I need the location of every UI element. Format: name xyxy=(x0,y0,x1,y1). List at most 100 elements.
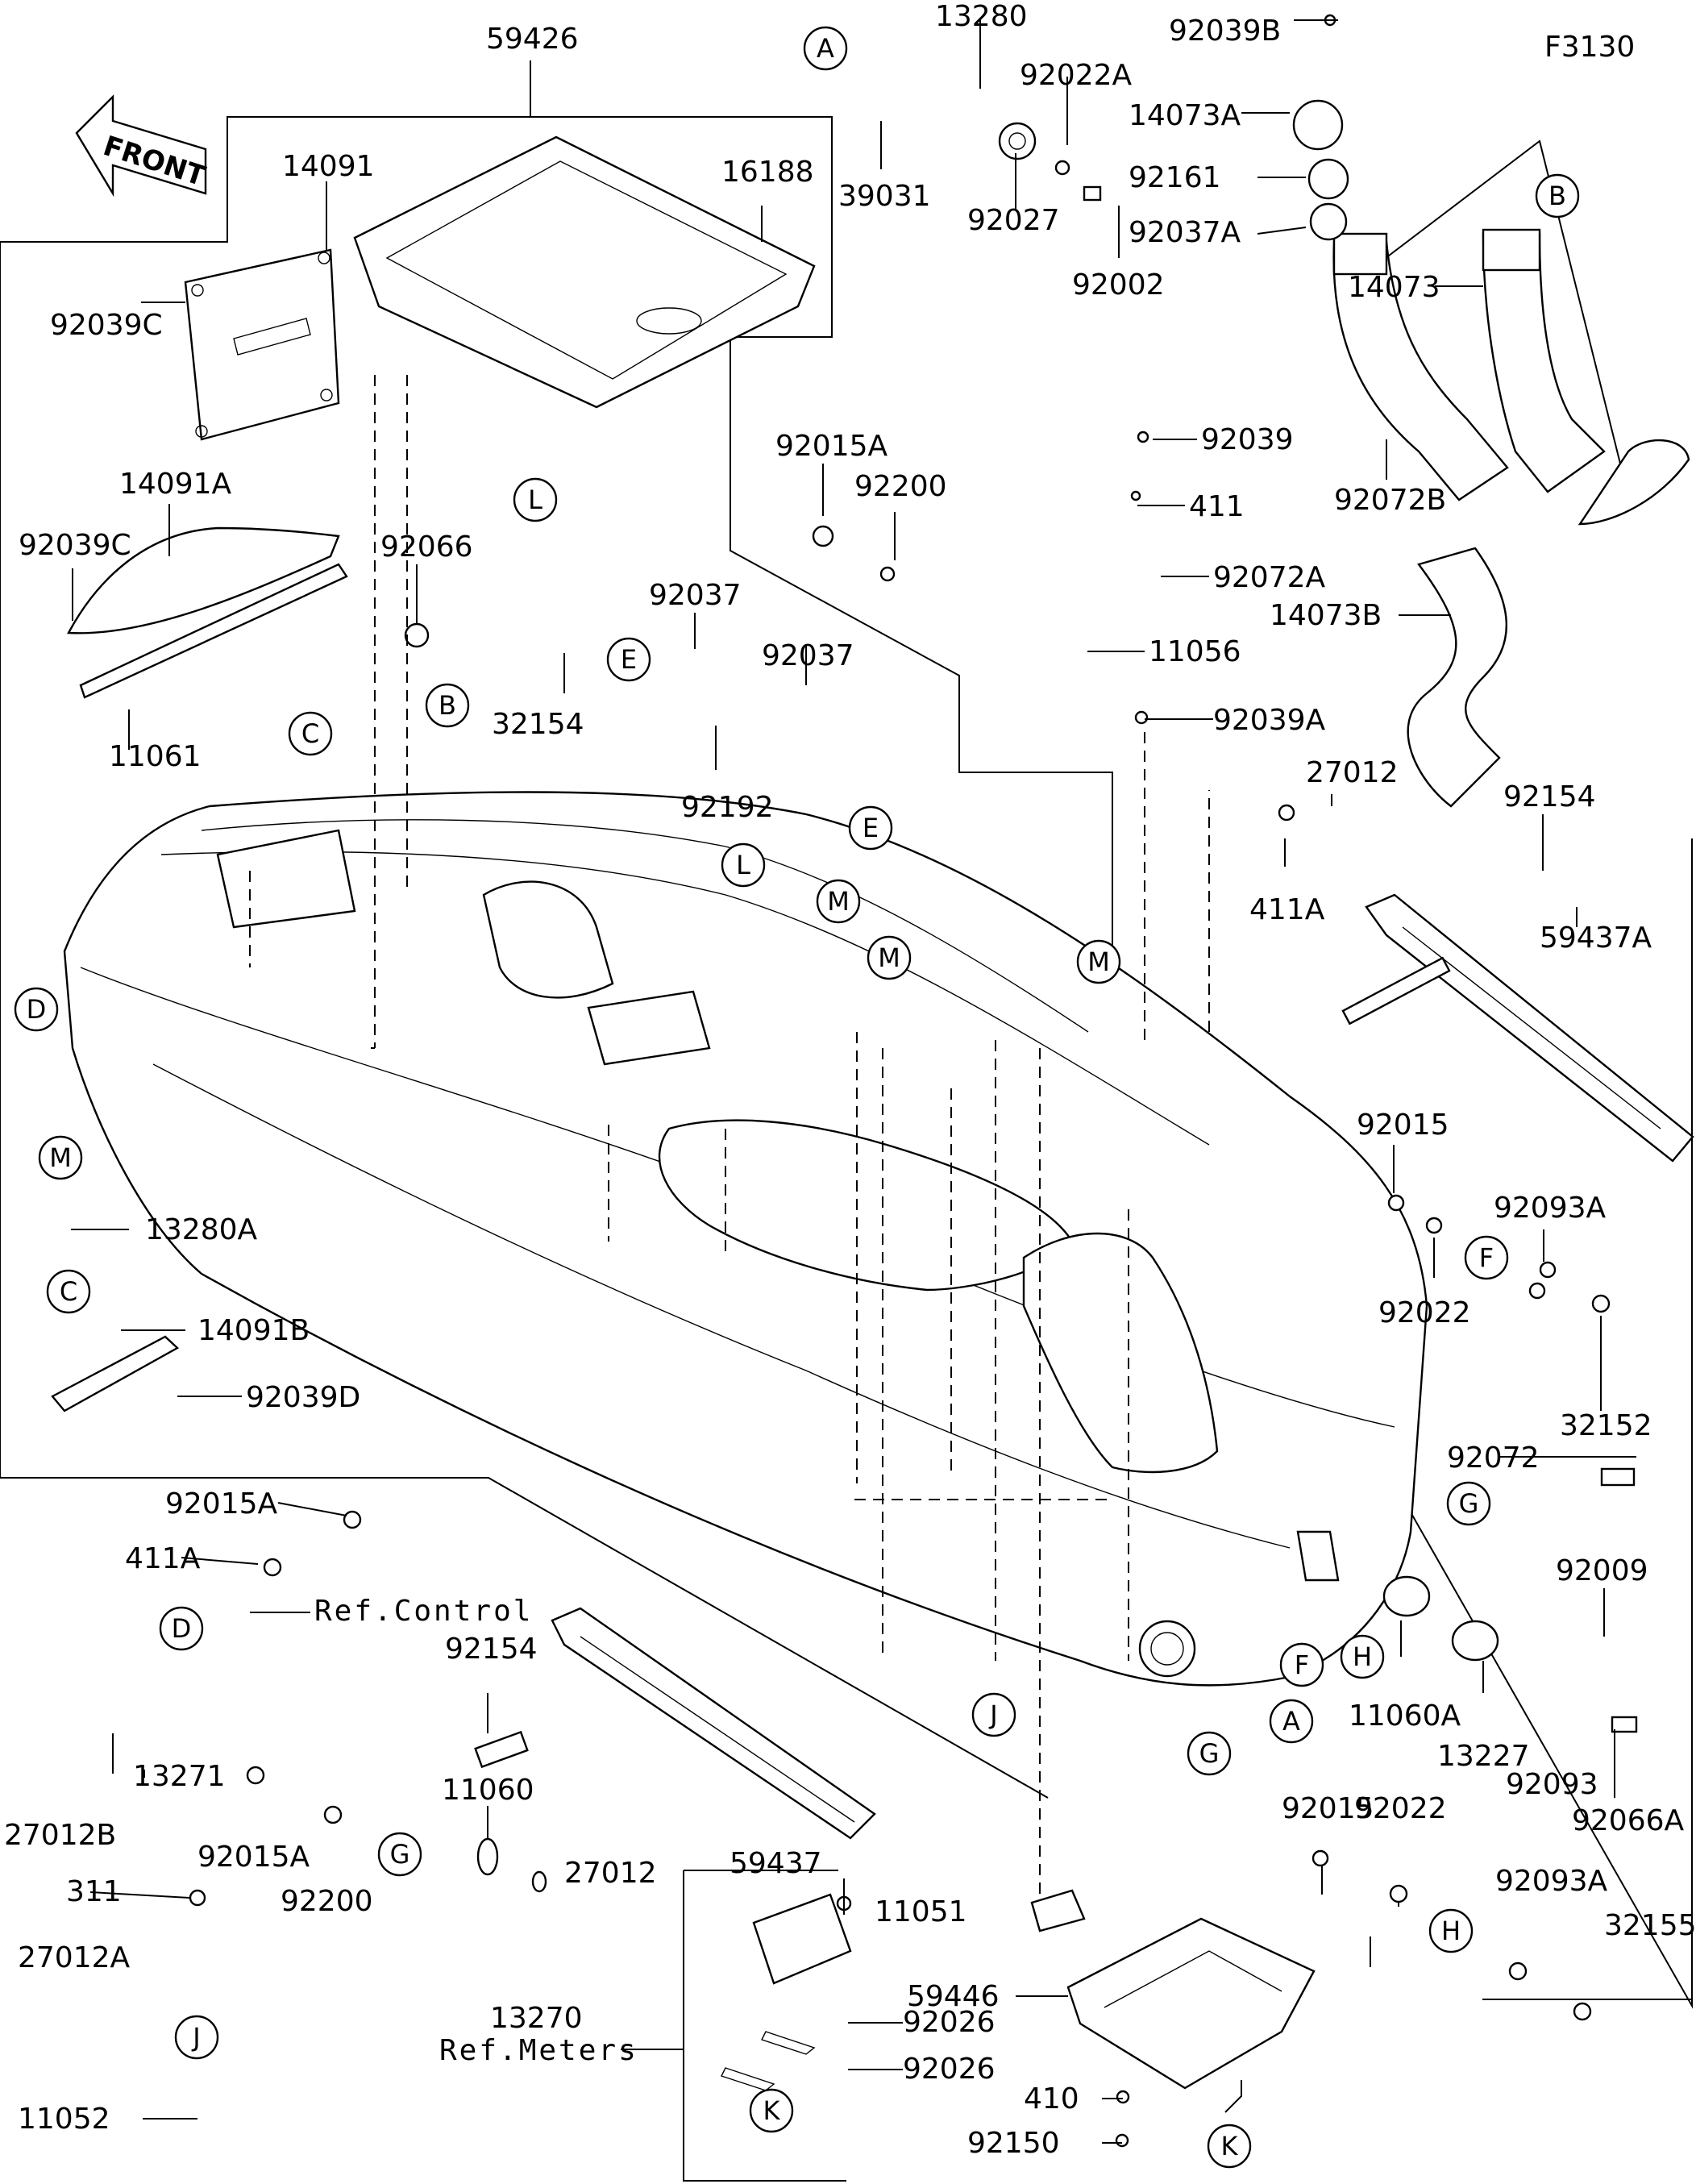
pn-92022-right: 92022 xyxy=(1378,1296,1471,1329)
callout-j-left: J xyxy=(191,2022,200,2053)
pn-14091a: 14091A xyxy=(119,468,232,501)
callout-c-lower: C xyxy=(60,1276,77,1307)
pn-92093: 92093 xyxy=(1506,1768,1598,1801)
pn-14073a: 14073A xyxy=(1129,99,1241,132)
callout-k-right: K xyxy=(1221,2131,1239,2161)
front-arrow-icon: FRONT xyxy=(75,94,210,198)
pn-14073b: 14073B xyxy=(1270,599,1382,632)
pn-92066a: 92066A xyxy=(1572,1804,1685,1837)
pn-92066: 92066 xyxy=(380,530,473,564)
callout-e-right: E xyxy=(863,813,879,843)
callout-h-lower: H xyxy=(1441,1916,1461,1946)
pn-92037-right: 92037 xyxy=(762,639,854,672)
pn-92027: 92027 xyxy=(967,204,1060,237)
callout-g-right: G xyxy=(1459,1488,1479,1519)
pn-11051: 11051 xyxy=(875,1895,967,1928)
frame-lines xyxy=(0,116,1693,2009)
pn-92154-left: 92154 xyxy=(445,1633,538,1666)
pn-11060: 11060 xyxy=(442,1774,534,1807)
pn-92039a: 92039A xyxy=(1213,704,1326,737)
ref-meters-label: Ref.Meters xyxy=(439,2034,638,2067)
pn-92022a: 92022A xyxy=(1020,59,1133,92)
pn-92022-lower: 92022 xyxy=(1354,1792,1447,1825)
pn-27012-lower: 27012 xyxy=(564,1857,657,1890)
dashed-lines xyxy=(249,375,1210,1895)
pn-92002: 92002 xyxy=(1072,268,1165,302)
hull-body xyxy=(63,791,1428,1687)
pn-11061: 11061 xyxy=(109,740,202,773)
pn-32155: 32155 xyxy=(1604,1909,1696,1942)
pn-411a-right: 411A xyxy=(1249,893,1325,926)
pn-92200-top: 92200 xyxy=(854,470,947,503)
pn-92200-lower: 92200 xyxy=(281,1885,373,1918)
pn-59426: 59426 xyxy=(486,23,579,56)
pn-92072a: 92072A xyxy=(1213,561,1326,594)
callout-a-top: A xyxy=(817,33,834,64)
callout-f-lower: F xyxy=(1295,1649,1309,1680)
callout-l-bin: L xyxy=(528,485,542,515)
callout-circles: A B L C E B L M E M M D M C F G D G J F … xyxy=(14,26,1580,2169)
skid-plate-59446 xyxy=(1066,1917,1316,2090)
pn-27012b: 27012B xyxy=(4,1819,116,1852)
callout-m-2: M xyxy=(878,942,900,973)
diagram-id: F3130 xyxy=(1544,31,1635,64)
pn-411: 411 xyxy=(1189,490,1245,523)
callout-c-left: C xyxy=(301,718,319,749)
callout-d-left: D xyxy=(27,994,47,1025)
callout-m-1: M xyxy=(827,886,850,917)
pn-92093a-right: 92093A xyxy=(1494,1192,1607,1225)
pn-92026-a: 92026 xyxy=(903,2006,996,2039)
pn-92015-lower: 92015 xyxy=(1282,1792,1374,1825)
ref-control-label: Ref.Control xyxy=(314,1595,533,1628)
pn-11052: 11052 xyxy=(18,2103,110,2136)
pn-92015a-top: 92015A xyxy=(775,430,888,463)
leader-lines xyxy=(71,19,1636,2182)
pn-92026-b: 92026 xyxy=(903,2053,996,2086)
callout-g-lower: G xyxy=(390,1839,410,1870)
callout-k-left: K xyxy=(763,2095,781,2126)
side-plate-59437 xyxy=(551,1607,876,1840)
pn-92037-left: 92037 xyxy=(649,579,742,612)
pn-59437a: 59437A xyxy=(1540,921,1652,955)
pn-92039c-top: 92039C xyxy=(50,309,163,342)
pn-92150: 92150 xyxy=(967,2127,1060,2160)
pn-32152: 32152 xyxy=(1560,1409,1652,1442)
pn-92072: 92072 xyxy=(1447,1441,1540,1475)
pn-92093a-lower: 92093A xyxy=(1495,1865,1608,1898)
pn-14073: 14073 xyxy=(1348,271,1440,304)
pn-14091: 14091 xyxy=(282,150,375,183)
callout-f-right: F xyxy=(1479,1242,1494,1273)
hatch-cover-14091 xyxy=(184,248,340,441)
pn-59446: 59446 xyxy=(907,1980,1000,2013)
meters-bracket xyxy=(721,1893,852,2091)
pn-92039: 92039 xyxy=(1201,423,1294,456)
pn-92015-right: 92015 xyxy=(1357,1109,1449,1142)
pn-13270: 13270 xyxy=(490,2002,583,2035)
pn-32154: 32154 xyxy=(492,708,584,741)
bracket-11051 xyxy=(1030,1889,1086,1932)
part-number-labels: 59426 13280 92039B 92022A 14073A 39031 9… xyxy=(4,0,1696,2160)
pn-92161: 92161 xyxy=(1129,161,1221,194)
pn-92015a-lower: 92015A xyxy=(197,1841,310,1874)
pn-92009: 92009 xyxy=(1556,1554,1648,1587)
pn-92039b: 92039B xyxy=(1169,15,1281,48)
callout-h-right: H xyxy=(1353,1641,1372,1672)
cover-14091b xyxy=(51,1335,180,1412)
pn-92039c-mid: 92039C xyxy=(19,529,131,562)
fasteners xyxy=(189,14,1638,2148)
storage-bin xyxy=(353,135,816,409)
pn-92015a-left: 92015A xyxy=(165,1487,278,1520)
duct-hoses xyxy=(1332,228,1690,808)
callout-b-hull: B xyxy=(439,690,456,721)
callout-m-left: M xyxy=(49,1142,72,1173)
pn-411a-left: 411A xyxy=(125,1542,201,1575)
pn-92039d: 92039D xyxy=(246,1381,360,1414)
pn-59437: 59437 xyxy=(730,1847,822,1880)
pn-311: 311 xyxy=(66,1875,122,1908)
pn-11060a: 11060A xyxy=(1349,1699,1461,1733)
cover-14091a xyxy=(67,526,348,699)
pn-39031: 39031 xyxy=(838,180,931,213)
callout-b-right: B xyxy=(1548,181,1566,211)
pn-11056: 11056 xyxy=(1149,635,1241,668)
pn-92154-right: 92154 xyxy=(1503,780,1596,813)
